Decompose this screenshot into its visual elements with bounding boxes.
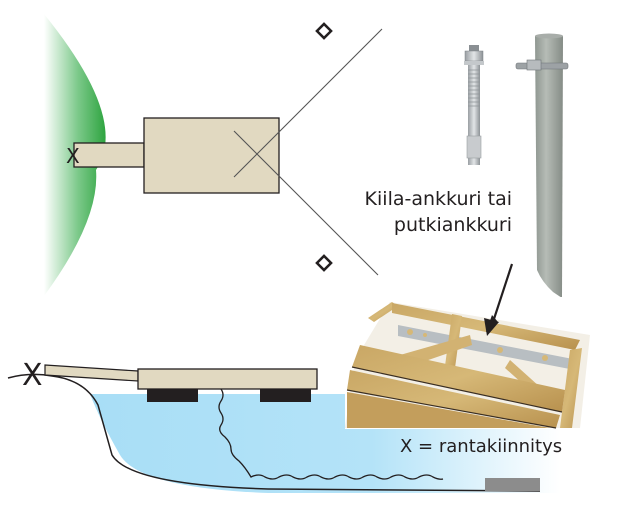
dock-top-view (143, 117, 280, 194)
gangway-side-view (44, 364, 139, 382)
anchor-weight-lower (315, 254, 333, 272)
anchor-type-label: Kiila-ankkuri tai putkiankkuri (365, 186, 512, 238)
mooring-chain-upper (233, 28, 383, 178)
anchor-label-line-1: Kiila-ankkuri tai (364, 188, 512, 210)
shore-anchor-mark-top: X (66, 144, 80, 168)
legend: X = rantakiinnitys (400, 436, 563, 457)
mooring-chain-side (218, 388, 444, 480)
gangway-top-view (73, 142, 145, 168)
shore-anchor-mark-side: X (22, 358, 43, 393)
wedge-anchor-photo (464, 45, 484, 165)
float-left (147, 389, 198, 402)
anchor-weight-upper (315, 22, 333, 40)
dock-side-view (137, 368, 318, 390)
seabed-weight (485, 478, 540, 491)
pointer-arrow (484, 263, 514, 336)
float-right (260, 389, 311, 402)
dock-frame-photo (345, 297, 593, 429)
anchor-label-line-2: putkiankkuri (393, 214, 512, 236)
pipe-anchor-photo (515, 33, 569, 298)
mooring-chain-lower (233, 130, 379, 276)
top-view: X (44, 14, 383, 296)
